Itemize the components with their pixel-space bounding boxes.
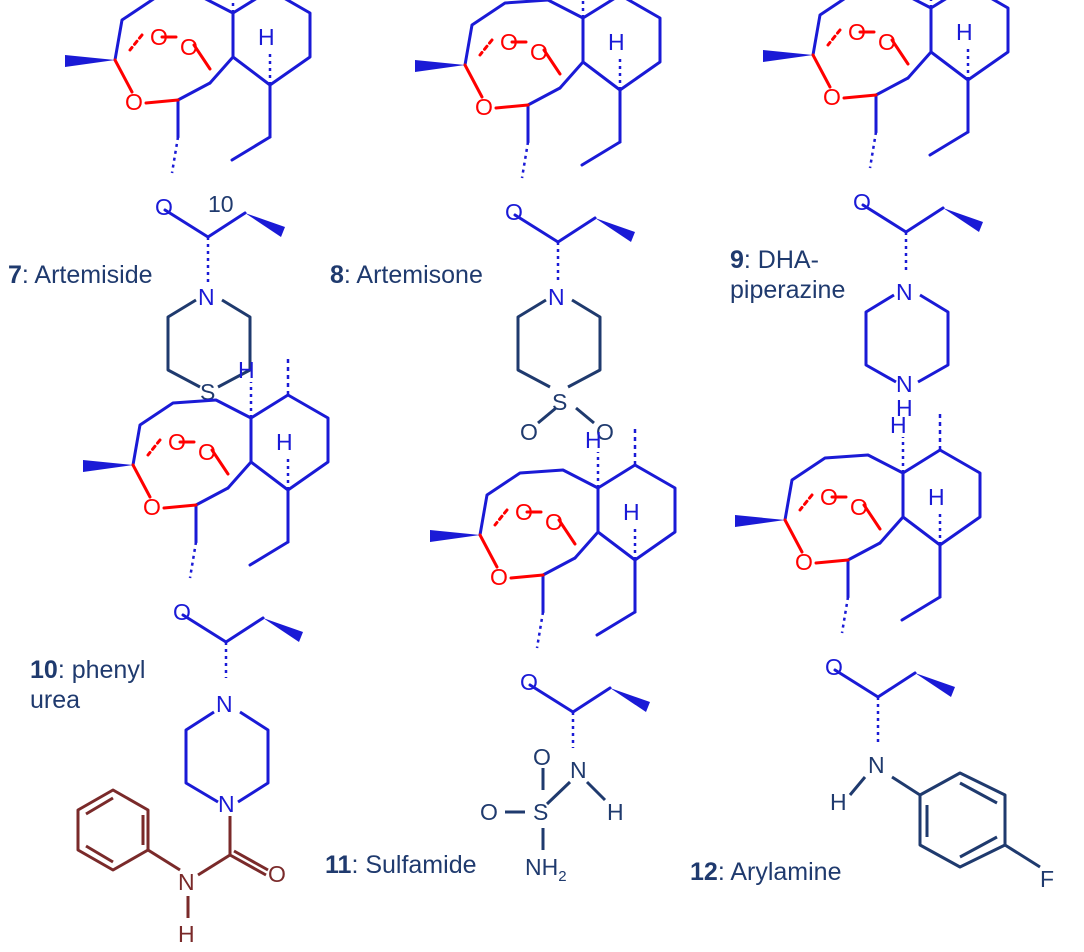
caption-8: 8: Artemisone <box>330 261 483 289</box>
svg-text:N: N <box>198 284 215 310</box>
compound-8-name: : Artemisone <box>344 261 483 289</box>
compound-9: N N H <box>761 0 1010 421</box>
compound-10-number: 10 <box>30 656 58 684</box>
svg-text:S: S <box>533 799 548 825</box>
caption-7: 7: Artemiside <box>8 261 153 289</box>
caption-9: 9: DHA- <box>730 246 819 274</box>
compound-12: N H F <box>733 408 1054 892</box>
svg-text:F: F <box>1040 866 1054 892</box>
svg-text:H: H <box>178 921 195 947</box>
c10-label: 10 <box>208 191 234 217</box>
svg-text:H: H <box>607 799 624 825</box>
caption-10: 10: phenyl <box>30 656 145 684</box>
compound-7: N S 10 <box>63 0 312 405</box>
svg-text:N: N <box>896 371 913 397</box>
svg-text:N: N <box>178 869 195 895</box>
compound-9-name: : DHA- <box>744 246 819 274</box>
svg-text:N: N <box>896 279 913 305</box>
svg-text:NH2: NH2 <box>525 854 567 885</box>
caption-10-line2: urea <box>30 686 80 714</box>
compound-11-name: : Sulfamide <box>351 851 476 879</box>
svg-text:O: O <box>533 744 551 770</box>
svg-text:H: H <box>830 789 847 815</box>
compound-12-number: 12 <box>690 858 718 886</box>
svg-text:O: O <box>520 419 538 445</box>
compound-12-name: : Arylamine <box>718 858 842 886</box>
svg-text:O: O <box>268 861 286 887</box>
compound-10-name: : phenyl <box>58 656 146 684</box>
compound-8-number: 8 <box>330 261 344 289</box>
caption-11: 11: Sulfamide <box>325 851 477 879</box>
compound-9-number: 9 <box>730 246 744 274</box>
caption-12: 12: Arylamine <box>690 858 841 886</box>
compound-7-number: 7 <box>8 261 22 289</box>
compound-11-number: 11 <box>325 851 352 879</box>
compound-10: N N N H O <box>76 353 330 947</box>
compound-11: N H S O O NH2 <box>428 423 677 885</box>
svg-text:S: S <box>552 389 567 415</box>
svg-text:N: N <box>868 752 885 778</box>
svg-text:N: N <box>216 691 233 717</box>
caption-9-line2: piperazine <box>730 276 845 304</box>
compound-8: N S O O <box>413 0 662 445</box>
svg-text:N: N <box>570 757 587 783</box>
svg-text:N: N <box>548 284 565 310</box>
svg-text:S: S <box>200 379 215 405</box>
svg-text:N: N <box>218 791 235 817</box>
svg-text:O: O <box>480 799 498 825</box>
compound-7-name: : Artemiside <box>22 261 153 289</box>
